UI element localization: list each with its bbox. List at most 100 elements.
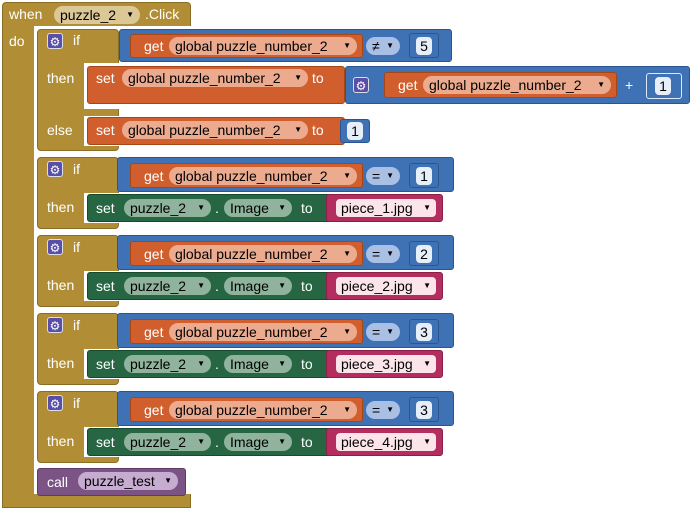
property-dropdown[interactable]: Image ▼ <box>224 199 292 217</box>
variable-name: global puzzle_number_2 <box>175 402 328 418</box>
property-dropdown[interactable]: Image ▼ <box>224 355 292 373</box>
component-dropdown[interactable]: puzzle_2 ▼ <box>124 199 211 217</box>
dot-label: . <box>215 200 219 216</box>
triangle-down-icon: ▼ <box>597 80 605 89</box>
get-label: get <box>144 246 164 262</box>
number-field[interactable]: 3 <box>416 323 432 341</box>
triangle-down-icon: ▼ <box>164 476 172 485</box>
file-name: piece_3.jpg <box>341 356 413 372</box>
gear-icon[interactable]: ⚙ <box>47 161 63 177</box>
procedure-name: puzzle_test <box>84 473 155 489</box>
triangle-down-icon: ▼ <box>278 437 286 446</box>
triangle-down-icon: ▼ <box>386 249 394 258</box>
variable-dropdown[interactable]: global puzzle_number_2 ▼ <box>169 245 357 263</box>
then-label: then <box>47 199 75 215</box>
component-dropdown[interactable]: puzzle_2 ▼ <box>124 355 211 373</box>
operator-text: = <box>372 324 381 340</box>
number-field[interactable]: 1 <box>655 77 671 95</box>
event-component-dropdown[interactable]: puzzle_2 ▼ <box>54 6 140 24</box>
to-label: to <box>301 200 313 216</box>
operator-text: = <box>372 402 381 418</box>
call-label: call <box>47 474 69 490</box>
triangle-down-icon: ▼ <box>197 437 205 446</box>
triangle-down-icon: ▼ <box>423 203 431 212</box>
number-field[interactable]: 1 <box>347 122 363 140</box>
operator-dropdown[interactable]: = ▼ <box>366 401 400 419</box>
event-name-label: .Click <box>145 6 180 22</box>
variable-dropdown[interactable]: global puzzle_number_2 ▼ <box>169 167 357 185</box>
variable-dropdown[interactable]: global puzzle_number_2 ▼ <box>423 76 611 94</box>
variable-name: global puzzle_number_2 <box>175 324 328 340</box>
set-label: set <box>96 122 115 138</box>
number-field[interactable]: 5 <box>416 37 432 55</box>
gear-icon[interactable]: ⚙ <box>47 33 63 49</box>
property-name: Image <box>230 356 269 372</box>
text-value-field[interactable]: piece_2.jpg ▼ <box>336 277 436 295</box>
triangle-down-icon: ▼ <box>197 281 205 290</box>
if-label: if <box>73 395 80 411</box>
property-dropdown[interactable]: Image ▼ <box>224 433 292 451</box>
text-value-field[interactable]: piece_4.jpg ▼ <box>336 433 436 451</box>
variable-dropdown[interactable]: global puzzle_number_2 ▼ <box>169 37 357 55</box>
gear-icon[interactable]: ⚙ <box>47 395 63 411</box>
number-field[interactable]: 2 <box>416 245 432 263</box>
number-field[interactable]: 1 <box>416 167 432 185</box>
variable-name: global puzzle_number_2 <box>175 38 328 54</box>
text-value-field[interactable]: piece_1.jpg ▼ <box>336 199 436 217</box>
operator-dropdown[interactable]: = ▼ <box>366 323 400 341</box>
get-label: get <box>144 402 164 418</box>
component-name: puzzle_2 <box>130 278 187 294</box>
variable-dropdown[interactable]: global puzzle_number_2 ▼ <box>169 401 357 419</box>
procedure-dropdown[interactable]: puzzle_test ▼ <box>78 472 178 490</box>
component-name: puzzle_2 <box>130 356 187 372</box>
variable-dropdown[interactable]: global puzzle_number_2 ▼ <box>122 69 308 87</box>
number-field[interactable]: 3 <box>416 401 432 419</box>
triangle-down-icon: ▼ <box>343 327 351 336</box>
triangle-down-icon: ▼ <box>343 405 351 414</box>
if-label: if <box>73 161 80 177</box>
variable-name: global puzzle_number_2 <box>128 122 281 138</box>
operator-text: = <box>372 168 381 184</box>
gear-icon[interactable]: ⚙ <box>353 77 369 93</box>
operator-text: ≠ <box>372 38 380 54</box>
to-label: to <box>301 356 313 372</box>
operator-dropdown[interactable]: = ▼ <box>366 245 400 263</box>
get-label: get <box>144 168 164 184</box>
variable-name: global puzzle_number_2 <box>175 246 328 262</box>
to-label: to <box>312 122 324 138</box>
variable-name: global puzzle_number_2 <box>429 77 582 93</box>
gear-icon[interactable]: ⚙ <box>47 317 63 333</box>
get-label: get <box>144 38 164 54</box>
triangle-down-icon: ▼ <box>343 41 351 50</box>
variable-dropdown[interactable]: global puzzle_number_2 ▼ <box>122 121 308 139</box>
triangle-down-icon: ▼ <box>343 249 351 258</box>
triangle-down-icon: ▼ <box>278 281 286 290</box>
variable-dropdown[interactable]: global puzzle_number_2 ▼ <box>169 323 357 341</box>
component-dropdown[interactable]: puzzle_2 ▼ <box>124 433 211 451</box>
property-dropdown[interactable]: Image ▼ <box>224 277 292 295</box>
triangle-down-icon: ▼ <box>197 359 205 368</box>
triangle-down-icon: ▼ <box>386 327 394 336</box>
text-value-field[interactable]: piece_3.jpg ▼ <box>336 355 436 373</box>
get-label: get <box>398 77 418 93</box>
operator-dropdown[interactable]: ≠ ▼ <box>366 37 400 55</box>
operator-dropdown[interactable]: = ▼ <box>366 167 400 185</box>
event-when-label: when <box>9 6 43 22</box>
property-name: Image <box>230 434 269 450</box>
then-label: then <box>47 355 75 371</box>
dot-label: . <box>215 356 219 372</box>
gear-icon[interactable]: ⚙ <box>47 239 63 255</box>
to-label: to <box>312 70 324 86</box>
triangle-down-icon: ▼ <box>278 359 286 368</box>
triangle-down-icon: ▼ <box>278 203 286 212</box>
if-label: if <box>73 32 80 48</box>
variable-name: global puzzle_number_2 <box>175 168 328 184</box>
set-label: set <box>96 70 115 86</box>
component-dropdown[interactable]: puzzle_2 ▼ <box>124 277 211 295</box>
triangle-down-icon: ▼ <box>294 125 302 134</box>
set-label: set <box>96 278 115 294</box>
event-component-text: puzzle_2 <box>60 7 117 23</box>
set-label: set <box>96 200 115 216</box>
file-name: piece_1.jpg <box>341 200 413 216</box>
property-name: Image <box>230 200 269 216</box>
